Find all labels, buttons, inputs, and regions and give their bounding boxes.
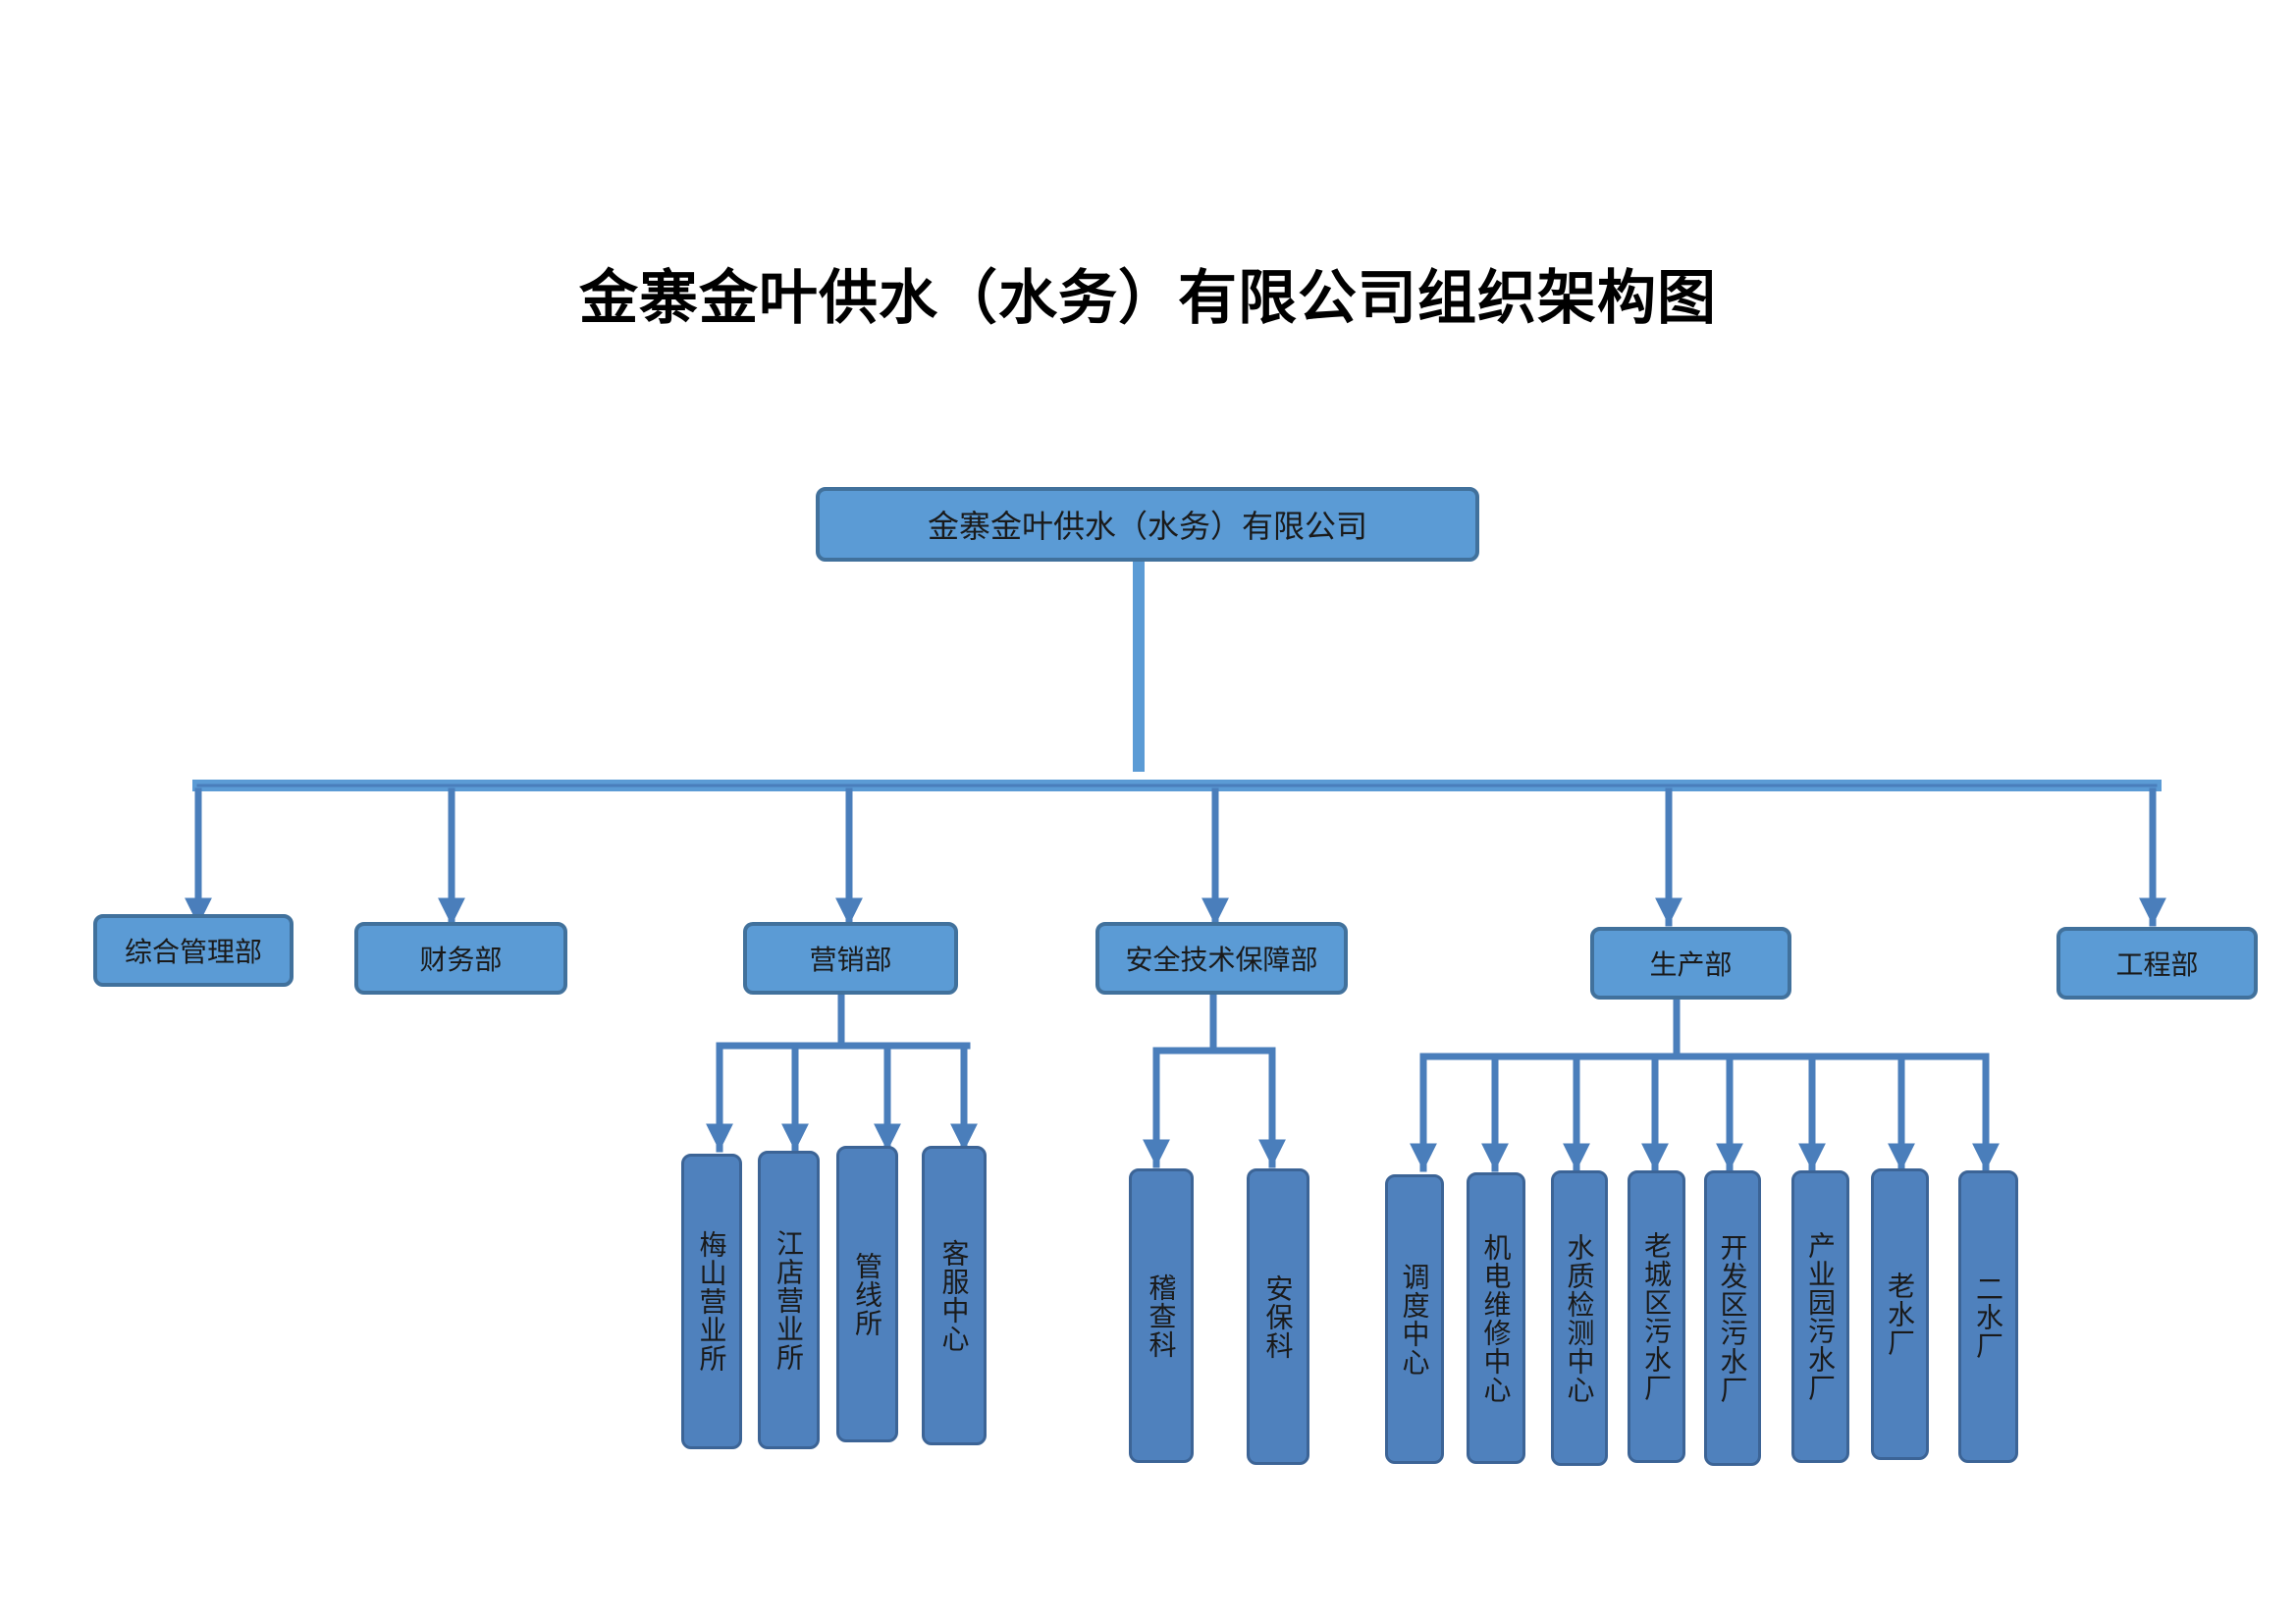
- unit-industrial-park-sewage: 产业园污水厂: [1791, 1170, 1849, 1463]
- unit-second-waterworks: 二水厂: [1958, 1170, 2018, 1463]
- dept-production: 生产部: [1590, 927, 1791, 1000]
- unit-dispatch-center: 调度中心: [1385, 1174, 1444, 1464]
- dept-general-management: 综合管理部: [93, 914, 294, 987]
- root-company: 金寨金叶供水（水务）有限公司: [816, 487, 1479, 562]
- unit-dev-zone-sewage: 开发区污水厂: [1704, 1170, 1761, 1466]
- unit-meishan-office: 梅山营业所: [681, 1154, 742, 1449]
- unit-old-town-sewage: 老城区污水厂: [1628, 1170, 1685, 1463]
- chart-title: 金寨金叶供水（水务）有限公司组织架构图: [579, 264, 1717, 333]
- unit-security: 安保科: [1247, 1168, 1309, 1465]
- dept-marketing: 营销部: [743, 922, 958, 995]
- unit-jiangdian-office: 江店营业所: [758, 1151, 820, 1449]
- dept-safety-tech: 安全技术保障部: [1095, 922, 1348, 995]
- unit-water-quality-lab: 水质检测中心: [1551, 1170, 1608, 1466]
- dept-engineering: 工程部: [2056, 927, 2258, 1000]
- unit-electromech-repair: 机电维修中心: [1467, 1172, 1525, 1464]
- unit-pipeline-office: 管线所: [836, 1146, 898, 1442]
- unit-old-waterworks: 老水厂: [1871, 1168, 1929, 1460]
- dept-finance: 财务部: [354, 922, 567, 995]
- unit-customer-service: 客服中心: [922, 1146, 987, 1445]
- unit-inspection: 稽查科: [1129, 1168, 1194, 1463]
